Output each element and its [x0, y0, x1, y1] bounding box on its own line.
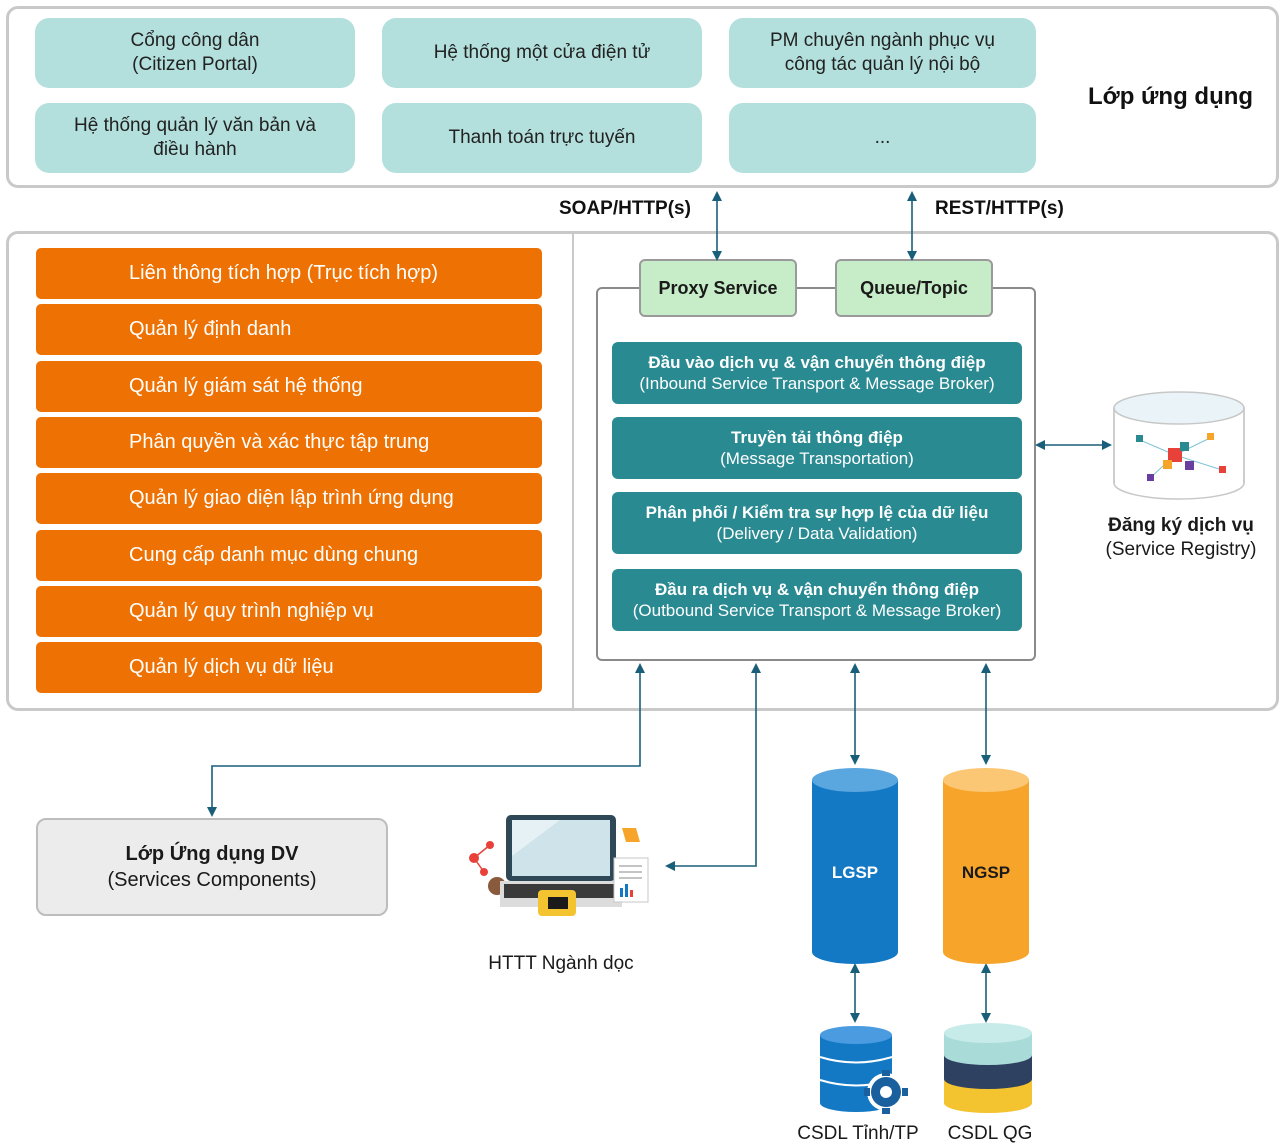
- bar-title: Truyền tải thông điệp: [731, 428, 903, 447]
- document-management-box: Hệ thống quản lý văn bản và điều hành: [35, 103, 355, 173]
- function-bar: Quản lý giao diện lập trình ứng dụng: [36, 473, 542, 524]
- registry-caption: Đăng ký dịch vụ (Service Registry): [1096, 514, 1266, 562]
- ngsp-cylinder: [943, 768, 1029, 964]
- function-bar: Liên thông tích hợp (Trục tích hợp): [36, 248, 542, 299]
- box-line: Hệ thống quản lý văn bản và: [74, 115, 316, 136]
- proxy-service-tab: Proxy Service: [639, 259, 797, 317]
- services-layer-box: Lớp Ứng dụng DV (Services Components): [36, 818, 388, 916]
- function-bar: Cung cấp danh mục dùng chung: [36, 530, 542, 581]
- box-line: công tác quản lý nội bộ: [784, 54, 981, 75]
- function-label: Quản lý giao diện lập trình ứng dụng: [129, 487, 454, 509]
- function-bar: Quản lý định danh: [36, 304, 542, 355]
- function-label: Phân quyền và xác thực tập trung: [129, 431, 430, 453]
- function-bar: Quản lý giám sát hệ thống: [36, 361, 542, 412]
- soap-protocol-label: SOAP/HTTP(s): [559, 198, 691, 219]
- laptop-icon: [469, 815, 649, 916]
- transport-bar: Truyền tải thông điệp (Message Transport…: [612, 417, 1022, 479]
- panel-divider: [572, 234, 574, 708]
- bar-title: Đầu vào dịch vụ & vận chuyển thông điệp: [648, 353, 986, 372]
- bar-sub: (Message Transportation): [720, 449, 914, 468]
- connector-arrows: [207, 191, 1112, 1023]
- box-line: PM chuyên ngành phục vụ: [770, 30, 995, 51]
- lgsp-cylinder: [812, 768, 898, 964]
- box-line: (Citizen Portal): [132, 54, 258, 75]
- local-database-icon: [819, 1026, 908, 1114]
- delivery-bar: Phân phối / Kiểm tra sự hợp lệ của dữ li…: [612, 492, 1022, 554]
- box-line: điều hành: [153, 139, 237, 160]
- citizen-portal-box: Cổng công dân (Citizen Portal): [35, 18, 355, 88]
- function-bar: Quản lý quy trình nghiệp vụ: [36, 586, 542, 637]
- rest-protocol-label: REST/HTTP(s): [935, 198, 1064, 219]
- function-label: Quản lý định danh: [129, 318, 292, 340]
- services-arrow: [207, 663, 645, 817]
- box-line: Hệ thống một cửa điện tử: [433, 42, 651, 63]
- registry-database-icon: [1113, 391, 1245, 500]
- bar-title: Đầu ra dịch vụ & vận chuyển thông điệp: [655, 580, 979, 599]
- ngsp-label: NGSP: [962, 863, 1010, 882]
- specialized-software-box: PM chuyên ngành phục vụ công tác quản lý …: [729, 18, 1036, 88]
- box-line: Thanh toán trực tuyến: [448, 127, 636, 148]
- lgsp-label: LGSP: [832, 863, 878, 882]
- httt-arrow: [665, 663, 761, 871]
- csdl-national-caption: CSDL QG: [947, 1123, 1033, 1144]
- bar-title: Phân phối / Kiểm tra sự hợp lệ của dữ li…: [645, 503, 989, 522]
- function-label: Quản lý quy trình nghiệp vụ: [129, 600, 374, 622]
- national-database-icon: [944, 1023, 1032, 1113]
- bar-sub: (Inbound Service Transport & Message Bro…: [639, 374, 995, 393]
- box-line: Cổng công dân: [130, 30, 260, 51]
- application-layer-title: Lớp ứng dụng: [1088, 83, 1254, 110]
- bar-sub: (Delivery / Data Validation): [716, 524, 918, 543]
- services-layer-sub: (Services Components): [107, 869, 317, 891]
- registry-title: Đăng ký dịch vụ: [1108, 515, 1254, 536]
- function-label: Cung cấp danh mục dùng chung: [129, 544, 419, 566]
- inbound-bar: Đầu vào dịch vụ & vận chuyển thông điệp …: [612, 342, 1022, 404]
- function-label: Liên thông tích hợp (Trục tích hợp): [129, 262, 438, 284]
- bar-sub: (Outbound Service Transport & Message Br…: [632, 601, 1002, 620]
- online-payment-box: Thanh toán trực tuyến: [382, 103, 702, 173]
- services-layer-title: Lớp Ứng dụng DV: [125, 843, 299, 865]
- httt-caption: HTTT Ngành dọc: [488, 953, 634, 974]
- function-bar: Phân quyền và xác thực tập trung: [36, 417, 542, 468]
- ellipsis-box: ...: [729, 103, 1036, 173]
- registry-sub: (Service Registry): [1105, 539, 1257, 560]
- box-line: ...: [874, 127, 891, 148]
- function-label: Quản lý giám sát hệ thống: [129, 375, 363, 397]
- one-stop-system-box: Hệ thống một cửa điện tử: [382, 18, 702, 88]
- outbound-bar: Đầu ra dịch vụ & vận chuyển thông điệp (…: [612, 569, 1022, 631]
- csdl-local-caption: CSDL Tỉnh/TP: [797, 1123, 919, 1144]
